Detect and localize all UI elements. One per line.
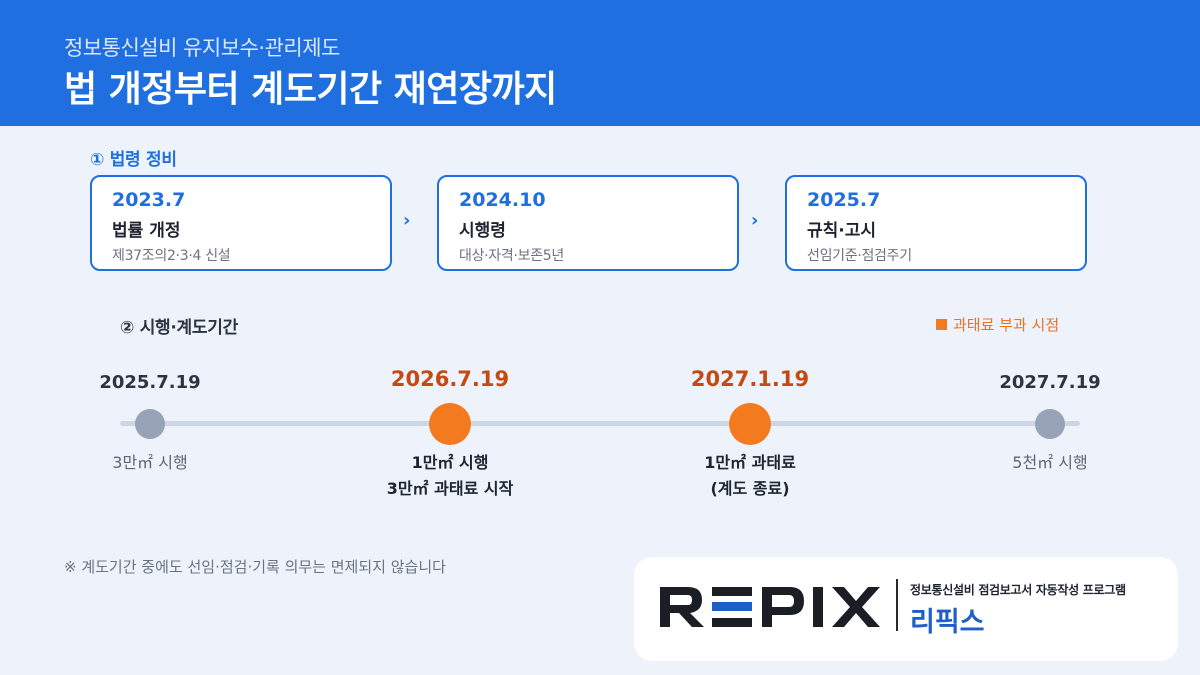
milestone-dot-icon: [135, 409, 165, 439]
header-subtitle: 정보통신설비 유지보수·관리제도: [64, 36, 340, 60]
law-card-2024: 2024.10 시행령 대상·자격·보존5년: [437, 175, 739, 271]
law-card-2025: 2025.7 규칙·고시 선임기준·점검주기: [785, 175, 1087, 271]
milestone-dot-icon: [1035, 409, 1065, 439]
brand-korean-name: 리픽스: [910, 607, 985, 638]
card-date: 2025.7: [807, 189, 881, 211]
card-desc: 선임기준·점검주기: [807, 248, 912, 264]
brand-tagline: 정보통신설비 점검보고서 자동작성 프로그램: [910, 583, 1126, 597]
milestone-text: 5천㎡ 시행: [920, 450, 1180, 476]
legend-swatch-icon: [936, 319, 947, 330]
milestone-date: 2025.7.19: [99, 372, 201, 393]
card-date: 2024.10: [459, 189, 546, 211]
milestone-date: 2027.1.19: [690, 367, 810, 391]
milestone-date: 2027.7.19: [999, 372, 1101, 393]
penalty-dot-icon: [429, 403, 471, 445]
legend-label: 과태료 부과 시점: [953, 316, 1060, 334]
milestone-line1: 1만㎡ 시행: [411, 453, 489, 472]
milestone-line2: 3만㎡ 과태료 시작: [386, 479, 514, 498]
section-law-label: ① 법령 정비: [90, 150, 177, 170]
brand-logo-box: 정보통신설비 점검보고서 자동작성 프로그램 리픽스: [634, 557, 1178, 661]
legend: 과태료 부과 시점: [936, 314, 1059, 335]
timeline-track: [120, 421, 1080, 426]
section-timeline-label: ② 시행·계도기간: [120, 318, 238, 338]
milestone-text: 3만㎡ 시행: [20, 450, 280, 476]
card-date: 2023.7: [112, 189, 186, 211]
chevron-right-icon: ›: [751, 210, 759, 231]
milestone-line1: 1만㎡ 과태료: [704, 453, 796, 472]
card-name: 규칙·고시: [807, 221, 877, 241]
chevron-right-icon: ›: [403, 210, 411, 231]
header-title: 법 개정부터 계도기간 재연장까지: [64, 69, 557, 110]
logo-divider: [896, 579, 898, 631]
milestone-line1: 3만㎡ 시행: [112, 453, 188, 472]
milestone-line1: 5천㎡ 시행: [1012, 453, 1088, 472]
penalty-dot-icon: [729, 403, 771, 445]
card-desc: 대상·자격·보존5년: [459, 248, 564, 264]
milestone-date: 2026.7.19: [390, 367, 510, 391]
footnote: ※ 계도기간 중에도 선임·점검·기록 의무는 면제되지 않습니다: [64, 558, 446, 576]
card-desc: 제37조의2·3·4 신설: [112, 248, 231, 264]
milestone-text: 1만㎡ 과태료 (계도 종료): [620, 450, 880, 502]
card-name: 법률 개정: [112, 221, 181, 241]
card-name: 시행령: [459, 221, 506, 241]
header-banner: 정보통신설비 유지보수·관리제도 법 개정부터 계도기간 재연장까지: [0, 0, 1200, 126]
law-card-2023: 2023.7 법률 개정 제37조의2·3·4 신설: [90, 175, 392, 271]
milestone-text: 1만㎡ 시행 3만㎡ 과태료 시작: [320, 450, 580, 502]
milestone-line2: (계도 종료): [710, 479, 790, 498]
repix-logo-icon: [660, 587, 880, 627]
